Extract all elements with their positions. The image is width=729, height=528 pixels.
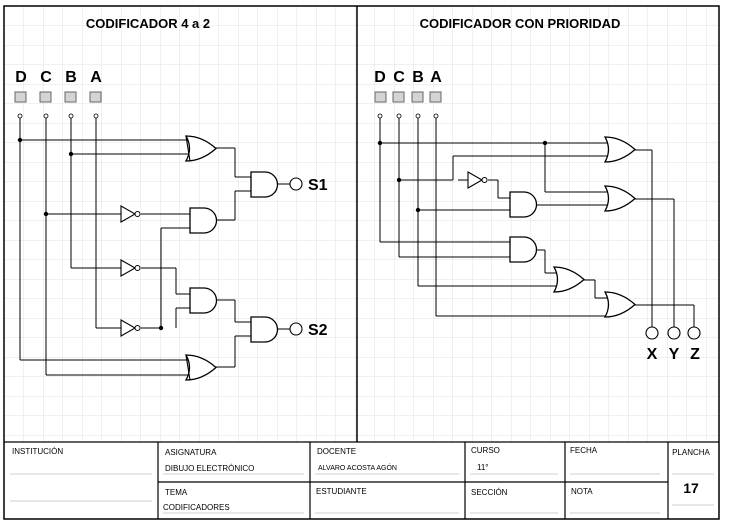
curso-label: CURSO: [471, 446, 500, 455]
left-wires: [19, 117, 290, 376]
right-input-switch-a[interactable]: [429, 91, 442, 103]
left-input-switch-c[interactable]: [39, 91, 52, 103]
right-terminal-b: [415, 113, 421, 119]
asignatura-value: DIBUJO ELECTRÓNICO: [165, 464, 254, 473]
left-input-label-b: B: [65, 69, 77, 86]
right-input-switch-c[interactable]: [392, 91, 405, 103]
left-panel: CODIFICADOR 4 a 2 D C B A: [14, 16, 328, 381]
left-input-switch-d[interactable]: [14, 91, 27, 103]
junction-dot: [43, 211, 49, 217]
right-input-label-b: B: [412, 69, 424, 86]
fecha-label: FECHA: [570, 446, 598, 455]
right-input-label-c: C: [393, 69, 405, 86]
right-wires: [379, 117, 695, 327]
right-panel: CODIFICADOR CON PRIORIDAD D C B A: [374, 16, 701, 363]
output-lamp-s2: [289, 322, 303, 336]
output-label-x: X: [647, 346, 658, 363]
left-input-switch-b[interactable]: [64, 91, 77, 103]
title-block: INSTITUCIÓN ASIGNATURA DIBUJO ELECTRÓNIC…: [4, 441, 719, 519]
output-lamp-s1: [289, 177, 303, 191]
left-terminal-b: [68, 113, 74, 119]
output-label-s2: S2: [308, 322, 328, 339]
junction-dot: [542, 140, 548, 146]
seccion-label: SECCIÓN: [471, 488, 508, 497]
sheet-border: [3, 5, 720, 520]
nota-label: NOTA: [571, 487, 593, 496]
right-input-label-d: D: [374, 69, 386, 86]
and-gate-upper: [189, 207, 218, 234]
junction-dot: [396, 177, 402, 183]
output-lamp-z: [687, 326, 701, 340]
right-panel-title: CODIFICADOR CON PRIORIDAD: [420, 16, 621, 31]
and-gate-s1: [250, 171, 279, 198]
and-gate-b-notc: [509, 191, 538, 218]
right-input-label-a: A: [430, 69, 442, 86]
tema-value: CODIFICADORES: [163, 503, 230, 512]
docente-value: ALVARO ACOSTA AGÓN: [318, 463, 397, 472]
left-terminal-d: [17, 113, 23, 119]
estudiante-label: ESTUDIANTE: [316, 487, 367, 496]
output-label-z: Z: [690, 346, 700, 363]
plancha-label: PLANCHA: [672, 448, 710, 457]
institucion-label: INSTITUCIÓN: [12, 447, 63, 456]
output-lamp-x: [645, 326, 659, 340]
junction-dot: [377, 140, 383, 146]
and-gate-d-c: [509, 236, 538, 263]
output-lamp-y: [667, 326, 681, 340]
grid-background: [4, 6, 719, 442]
right-input-switch-d[interactable]: [374, 91, 387, 103]
left-terminal-c: [43, 113, 49, 119]
right-input-switch-b[interactable]: [411, 91, 424, 103]
left-input-label-d: D: [15, 69, 27, 86]
right-terminal-a: [433, 113, 439, 119]
plancha-value: 17: [683, 480, 699, 496]
left-panel-title: CODIFICADOR 4 a 2: [86, 16, 210, 31]
junction-dot: [17, 137, 23, 143]
output-label-s1: S1: [308, 177, 328, 194]
junction-dot: [158, 325, 164, 331]
right-terminal-d: [377, 113, 383, 119]
left-input-switch-a[interactable]: [89, 91, 102, 103]
junction-dot: [68, 151, 74, 157]
and-gate-s2: [250, 316, 279, 343]
left-input-label-a: A: [90, 69, 102, 86]
output-label-y: Y: [669, 346, 680, 363]
tema-label: TEMA: [165, 488, 188, 497]
docente-label: DOCENTE: [317, 447, 356, 456]
and-gate-lower: [189, 287, 218, 314]
asignatura-label: ASIGNATURA: [165, 448, 217, 457]
curso-value: 11°: [477, 463, 489, 472]
left-terminal-a: [93, 113, 99, 119]
junction-dot: [415, 207, 421, 213]
right-terminal-c: [396, 113, 402, 119]
left-input-label-c: C: [40, 69, 52, 86]
